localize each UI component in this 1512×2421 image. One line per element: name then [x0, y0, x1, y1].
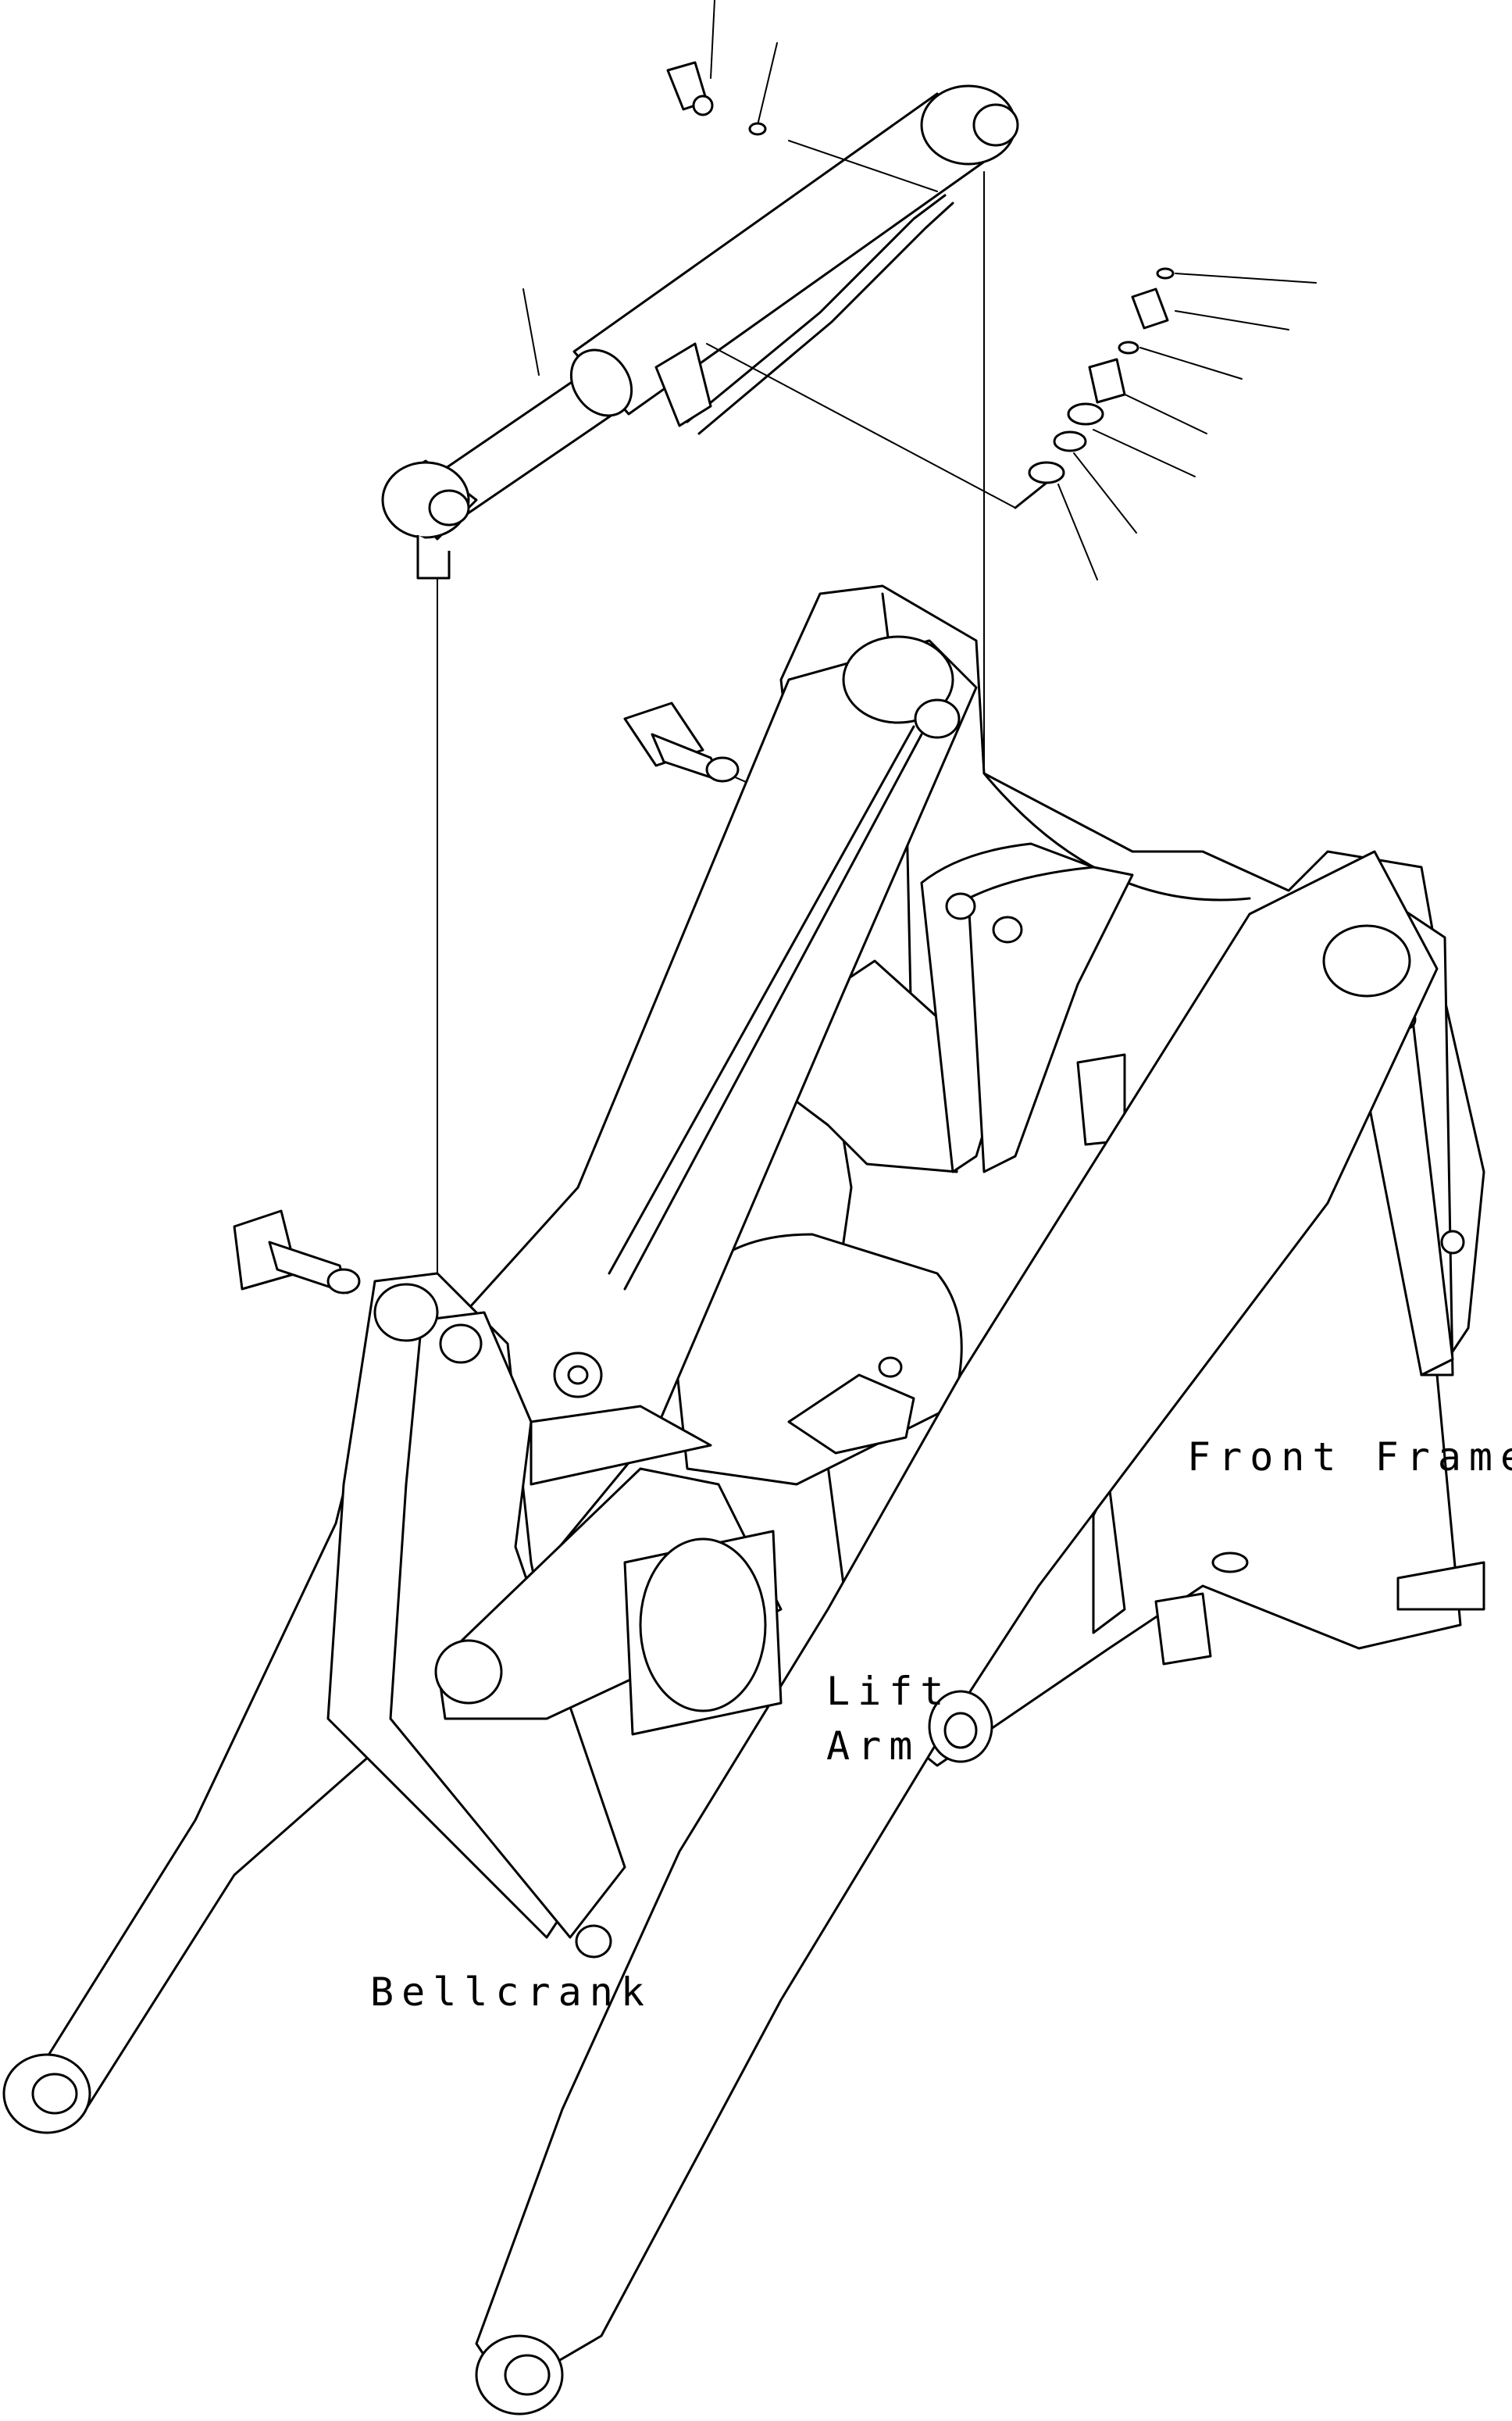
bellcrank — [326, 1272, 783, 1959]
hardware-stack — [1014, 267, 1175, 509]
label-lift-arm: Lift Arm — [826, 1669, 952, 1769]
label-bellcrank: Bellcrank — [370, 1969, 652, 2015]
callout-leaders-right — [1057, 273, 1317, 580]
label-front-frame: Front Frame — [1187, 1434, 1512, 1480]
hydraulic-cylinder — [381, 61, 1019, 580]
callout-leaders-top — [522, 0, 778, 376]
tilt-link — [920, 842, 1134, 1173]
pins — [233, 702, 740, 1294]
